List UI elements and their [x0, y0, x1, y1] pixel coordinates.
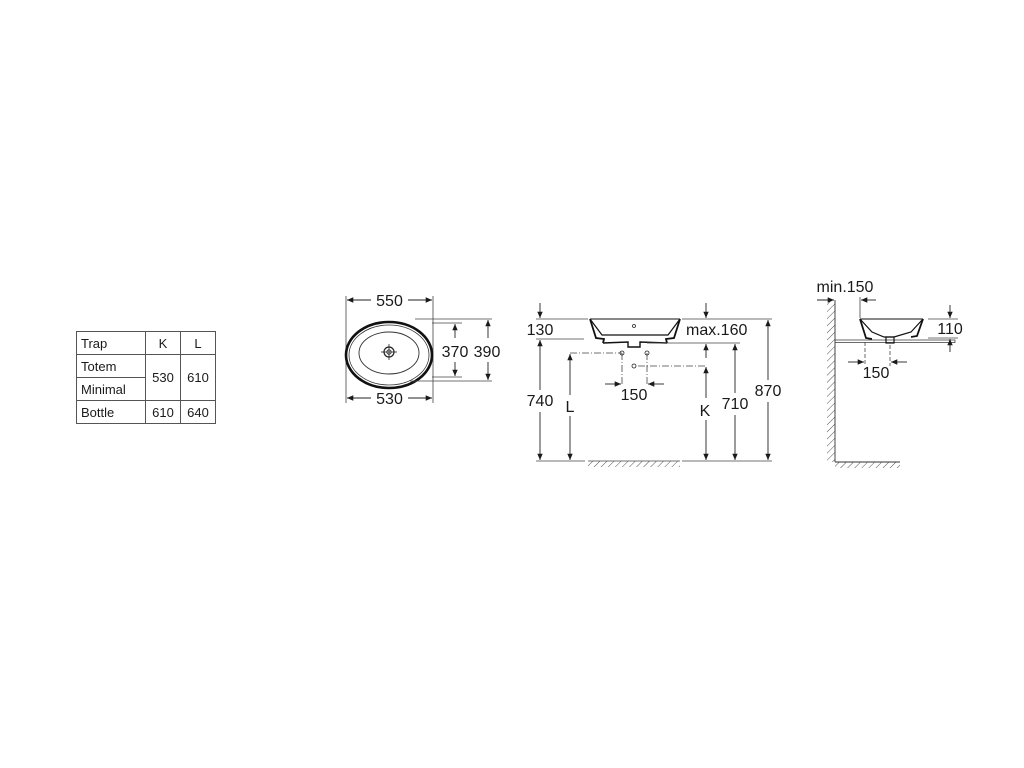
header-k: K — [145, 331, 181, 355]
l-value: 640 — [180, 400, 216, 424]
dim-bowl-height: 130 — [527, 322, 554, 339]
dim-outer-width: 550 — [376, 293, 403, 310]
trap-minimal: Minimal — [76, 377, 146, 401]
drain-icon — [381, 344, 397, 360]
table-row: Totem 530 610 — [76, 354, 216, 401]
floor-hatch — [588, 461, 680, 467]
dim-waste-height: 710 — [722, 396, 749, 413]
basin-outline — [344, 320, 434, 390]
side-view: min.150 110 150 — [817, 279, 963, 468]
trap-table: Trap K L Totem 530 610 Minimal Bottle 61… — [76, 331, 216, 424]
trap-bottle: Bottle — [76, 400, 146, 424]
dim-outer-depth: 390 — [474, 344, 501, 361]
table-header-row: Trap K L — [76, 331, 216, 355]
dim-total-height: 870 — [755, 383, 782, 400]
top-view: 550 530 370 390 — [344, 293, 501, 408]
dim-inner-width: 530 — [376, 391, 403, 408]
dim-trap-k: K — [700, 403, 711, 420]
dim-trap-l: L — [566, 399, 575, 416]
dim-bowl-height-side: 110 — [937, 321, 963, 338]
l-value: 610 — [180, 354, 216, 401]
table-row: Bottle 610 640 — [76, 400, 216, 424]
header-trap: Trap — [76, 331, 146, 355]
table-row: Minimal — [76, 377, 216, 401]
dim-counter-height: 740 — [527, 393, 554, 410]
countertop — [834, 339, 956, 343]
basin-front — [589, 318, 681, 348]
bowl-inner — [358, 331, 420, 375]
floor-hatch — [835, 462, 900, 468]
dim-inner-depth: 370 — [442, 344, 469, 361]
wall-hatch — [827, 300, 835, 462]
dim-waste-spacing: 150 — [621, 387, 648, 404]
dim-max-tap: max.160 — [686, 322, 747, 339]
dim-wall-clearance: min.150 — [817, 279, 874, 296]
dim-waste-offset: 150 — [863, 365, 890, 382]
basin-side — [859, 318, 924, 344]
front-view: 130 740 L 150 max.160 K 710 870 — [527, 303, 782, 467]
header-l: L — [180, 331, 216, 355]
